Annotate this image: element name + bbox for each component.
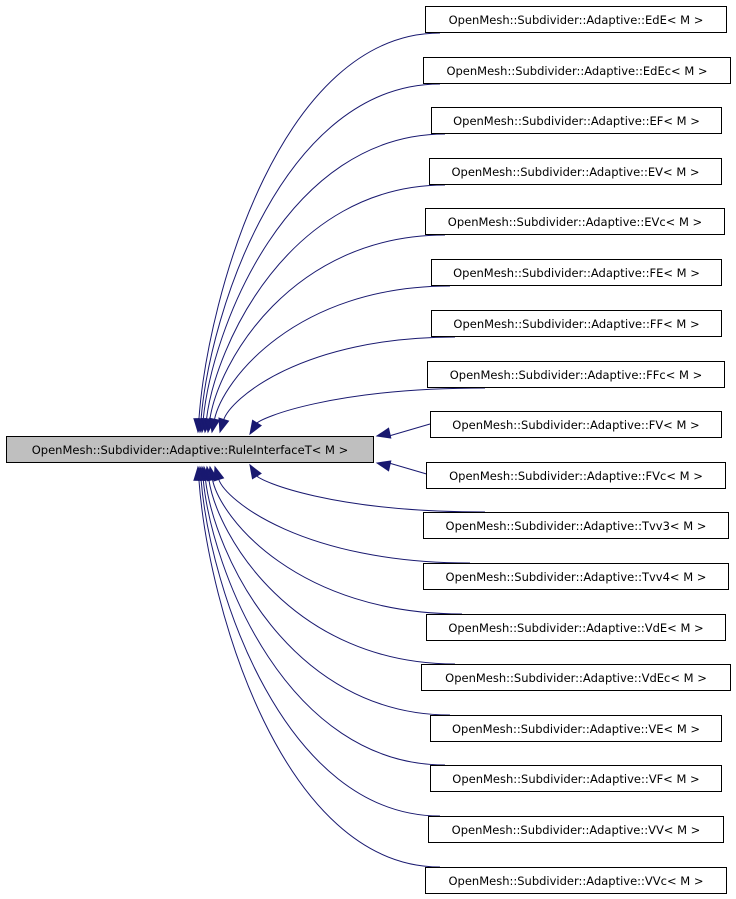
node-ef[interactable]: OpenMesh::Subdivider::Adaptive::EF< M >: [431, 107, 722, 134]
arrowhead-ff: [218, 417, 230, 434]
node-tvv3[interactable]: OpenMesh::Subdivider::Adaptive::Tvv3< M …: [423, 512, 729, 539]
node-ff[interactable]: OpenMesh::Subdivider::Adaptive::FF< M >: [431, 310, 722, 337]
edge-tvv3: [255, 474, 486, 513]
edge-evc: [209, 234, 446, 421]
edge-edec: [200, 83, 441, 421]
edge-ef: [202, 133, 446, 421]
edge-vde: [211, 478, 463, 615]
node-vdec[interactable]: OpenMesh::Subdivider::Adaptive::VdEc< M …: [421, 664, 731, 691]
node-vf[interactable]: OpenMesh::Subdivider::Adaptive::VF< M >: [430, 765, 722, 792]
node-edec[interactable]: OpenMesh::Subdivider::Adaptive::EdEc< M …: [423, 57, 731, 84]
node-vv[interactable]: OpenMesh::Subdivider::Adaptive::VV< M >: [428, 816, 724, 843]
arrowhead-tvv3: [249, 463, 262, 480]
node-ffc[interactable]: OpenMesh::Subdivider::Adaptive::FFc< M >: [427, 361, 725, 388]
node-ruleinterfacet: OpenMesh::Subdivider::Adaptive::RuleInte…: [6, 436, 374, 463]
node-vde[interactable]: OpenMesh::Subdivider::Adaptive::VdE< M >: [426, 614, 726, 641]
node-vvc[interactable]: OpenMesh::Subdivider::Adaptive::VVc< M >: [425, 867, 727, 894]
arrowhead-fe: [208, 417, 221, 434]
arrowhead-vvc: [193, 465, 205, 481]
node-tvv4[interactable]: OpenMesh::Subdivider::Adaptive::Tvv4< M …: [423, 563, 729, 590]
node-ve[interactable]: OpenMesh::Subdivider::Adaptive::VE< M >: [430, 715, 722, 742]
edge-ffc: [255, 387, 486, 425]
arrowhead-fv: [375, 427, 392, 439]
node-fvc[interactable]: OpenMesh::Subdivider::Adaptive::FVc< M >: [426, 462, 726, 489]
node-evc[interactable]: OpenMesh::Subdivider::Adaptive::EVc< M >: [425, 208, 725, 235]
edge-vvc: [198, 478, 441, 868]
edge-fe: [213, 285, 451, 421]
edge-tvv4: [217, 478, 471, 564]
node-ev[interactable]: OpenMesh::Subdivider::Adaptive::EV< M >: [429, 158, 722, 185]
edge-vdec: [208, 478, 456, 665]
edge-ff: [222, 336, 456, 421]
edge-fv: [388, 423, 431, 437]
node-ede[interactable]: OpenMesh::Subdivider::Adaptive::EdE< M >: [425, 6, 727, 33]
edge-fvc: [388, 462, 431, 476]
edge-vf: [202, 478, 446, 766]
arrowhead-ffc: [249, 419, 262, 436]
edge-ev: [205, 184, 446, 421]
node-fe[interactable]: OpenMesh::Subdivider::Adaptive::FE< M >: [431, 259, 722, 286]
node-fv[interactable]: OpenMesh::Subdivider::Adaptive::FV< M >: [430, 411, 722, 438]
edge-vv: [200, 478, 441, 817]
arrowhead-fvc: [375, 460, 392, 472]
edge-ve: [204, 478, 451, 716]
edge-ede: [198, 32, 441, 421]
